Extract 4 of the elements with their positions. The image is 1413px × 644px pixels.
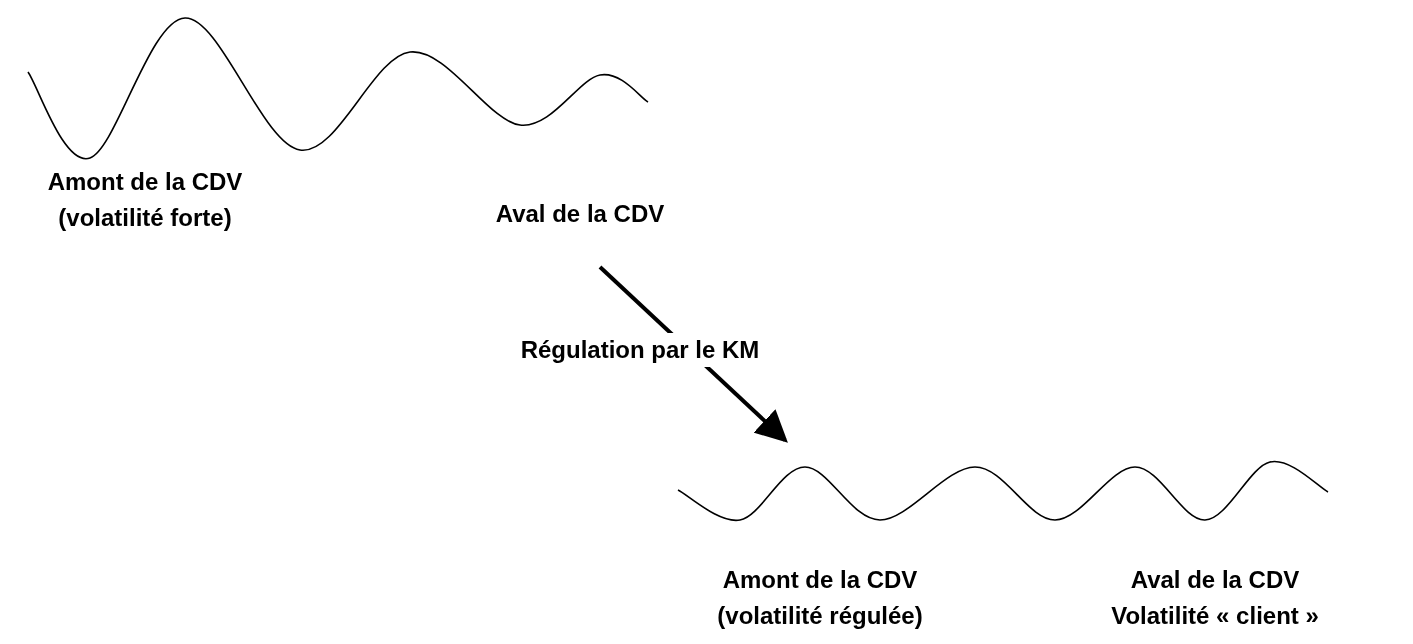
wave-caption: Amont de la CDV (volatilité forte) [46,167,244,233]
wave-caption: Amont de la CDV (volatilité régulée) [716,565,924,631]
wave-caption: Aval de la CDV [494,199,666,229]
wave-caption: Aval de la CDV Volatilité « client » [1110,565,1320,631]
